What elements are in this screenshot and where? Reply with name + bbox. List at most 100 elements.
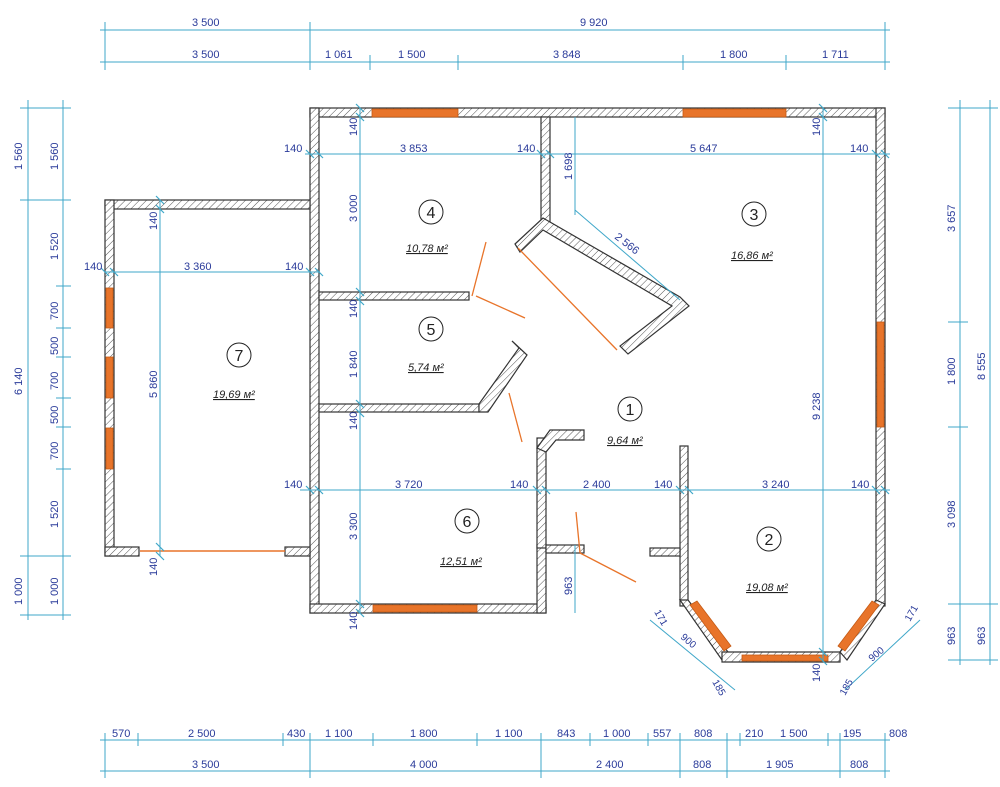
room-1-number: 1 [626, 402, 635, 419]
bay-dim-6: 171 [903, 603, 921, 623]
room-7: 7 19,69 м² [213, 342, 255, 401]
left-inner-dim-2: 1 520 [49, 232, 61, 260]
window-left-3 [105, 427, 114, 470]
vert-dim-5: 140 [348, 412, 360, 430]
interior-dimension-lines [100, 103, 921, 691]
vert-dim-13: 140 [148, 212, 160, 230]
left-inner-dim-4: 500 [49, 337, 61, 355]
top-detail-dim-6: 1 711 [822, 49, 849, 61]
top-detail-dim-4: 3 848 [553, 49, 581, 61]
vert-dim-2: 3 000 [348, 194, 360, 222]
interior-dimension-texts: 140 3 853 140 5 647 140 140 3 360 140 14… [84, 118, 921, 699]
left-inner-dim-1: 1 560 [49, 142, 61, 170]
vert-dim-16: 140 [811, 664, 823, 682]
row3-dim-4: 2 400 [583, 479, 611, 491]
window-bottom [372, 604, 478, 613]
bottom-overall-dim-3: 2 400 [596, 759, 624, 771]
bottom-dimensions: 570 2 500 430 1 100 1 800 1 100 843 1 00… [100, 728, 907, 778]
vert-dim-7: 140 [348, 612, 360, 630]
room-4: 4 10,78 м² [406, 199, 448, 255]
bottom-detail-dim-5: 1 800 [410, 728, 438, 740]
room-3-area: 16,86 м² [731, 250, 773, 262]
bottom-detail-dim-2: 2 500 [188, 728, 216, 740]
walls [104, 107, 886, 663]
vert-dim-6: 3 300 [348, 512, 360, 540]
bottom-detail-dim-11: 210 [745, 728, 763, 740]
room-4-area: 10,78 м² [406, 243, 448, 255]
left-inner-dim-5: 700 [49, 372, 61, 390]
left-inner-dim-8: 1 520 [49, 500, 61, 528]
room-2-marker [756, 526, 782, 552]
room-4-number: 4 [427, 205, 436, 222]
right-outer-dim-2: 963 [976, 627, 988, 645]
bottom-detail-dim-4: 1 100 [325, 728, 353, 740]
right-outer-dim-1: 8 555 [976, 352, 988, 380]
bottom-overall-dim-4: 808 [693, 759, 711, 771]
bay-dim-1: 171 [651, 608, 669, 628]
bottom-detail-dim-10: 808 [694, 728, 712, 740]
left-inner-dim-7: 700 [49, 442, 61, 460]
vert-dim-8: 1 698 [563, 152, 575, 180]
window-right [876, 321, 885, 428]
left-inner-dim-9: 1 000 [49, 577, 61, 605]
left-outer-dim-2: 6 140 [13, 367, 25, 395]
top-overall-dim-2: 9 920 [580, 17, 608, 29]
bottom-detail-dim-6: 1 100 [495, 728, 523, 740]
right-dimensions: 3 657 1 800 3 098 963 8 555 963 [946, 100, 998, 665]
room-6: 6 12,51 м² [440, 508, 482, 568]
left-inner-dim-3: 700 [49, 302, 61, 320]
right-inner-dim-4: 963 [946, 627, 958, 645]
bottom-detail-dim-7: 843 [557, 728, 575, 740]
windows [105, 108, 885, 662]
room-2-area: 19,08 м² [746, 582, 788, 594]
top-detail-dim-5: 1 800 [720, 49, 748, 61]
top-detail-dim-3: 1 500 [398, 49, 426, 61]
row1-dim-4: 5 647 [690, 143, 718, 155]
left-dimensions: 1 560 6 140 1 000 1 560 1 520 700 500 70… [13, 100, 71, 620]
row2-dim-3: 140 [285, 261, 303, 273]
bay-dim-2: 900 [678, 632, 698, 651]
left-inner-dim-6: 500 [49, 406, 61, 424]
bottom-detail-dim-12: 1 500 [780, 728, 808, 740]
room-2-number: 2 [765, 532, 774, 549]
vert-dim-12: 5 860 [148, 370, 160, 398]
top-dimensions: 3 500 9 920 3 500 1 061 1 500 3 848 1 80… [100, 17, 890, 70]
window-bay-right [837, 600, 880, 652]
row3-dim-6: 3 240 [762, 479, 790, 491]
room-7-area: 19,69 м² [213, 389, 255, 401]
bottom-detail-dim-8: 1 000 [603, 728, 631, 740]
bottom-detail-dim-3: 430 [287, 728, 305, 740]
vert-dim-3: 140 [348, 300, 360, 318]
vert-dim-10: 9 238 [811, 392, 823, 420]
vert-dim-15: 963 [563, 577, 575, 595]
row3-dim-2: 3 720 [395, 479, 423, 491]
right-inner-dim-3: 3 098 [946, 500, 958, 528]
top-detail-dim-2: 1 061 [325, 49, 353, 61]
room-1: 1 9,64 м² [607, 396, 643, 447]
room-3-number: 3 [750, 207, 759, 224]
room-5-number: 5 [427, 322, 436, 339]
vert-dim-11: 140 [811, 118, 823, 136]
right-inner-dim-1: 3 657 [946, 204, 958, 232]
bottom-detail-dim-1: 570 [112, 728, 130, 740]
room-1-area: 9,64 м² [607, 435, 643, 447]
room-3-marker [741, 201, 767, 227]
bottom-overall-dim-6: 808 [850, 759, 868, 771]
top-overall-dim-1: 3 500 [192, 17, 220, 29]
bottom-overall-dim-1: 3 500 [192, 759, 220, 771]
window-left-2 [105, 356, 114, 399]
room-7-number: 7 [235, 348, 244, 365]
window-top-1 [371, 108, 459, 118]
room-6-area: 12,51 м² [440, 556, 482, 568]
vert-dim-1: 140 [348, 118, 360, 136]
row1-dim-2: 3 853 [400, 143, 428, 155]
bottom-detail-dim-9: 557 [653, 728, 671, 740]
right-inner-dim-2: 1 800 [946, 357, 958, 385]
window-top-2 [682, 108, 787, 118]
top-detail-dim-1: 3 500 [192, 49, 220, 61]
window-bay-center [741, 654, 829, 662]
room-6-number: 6 [463, 514, 472, 531]
row3-dim-1: 140 [284, 479, 302, 491]
bottom-detail-dim-13: 195 [843, 728, 861, 740]
